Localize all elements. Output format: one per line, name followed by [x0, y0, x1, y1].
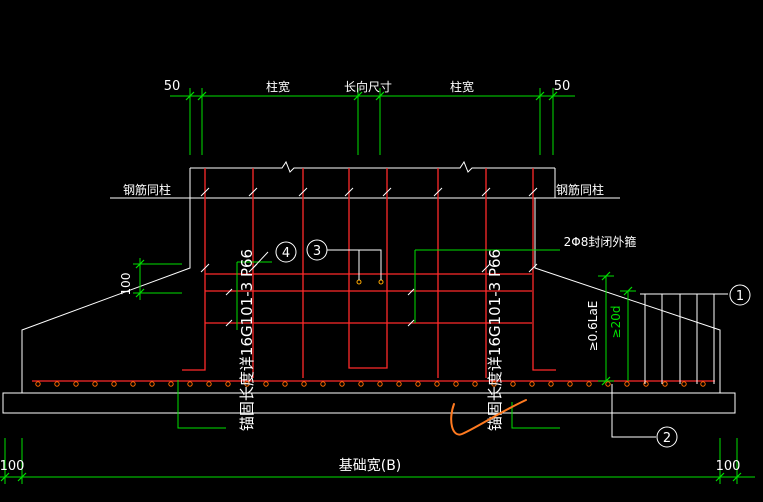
concrete-outline — [2, 160, 736, 414]
rebar-group — [32, 168, 715, 382]
check-mark-annotation — [450, 399, 527, 436]
svg-text:2: 2 — [663, 431, 671, 446]
rebar-same-col-left: 钢筋同柱 — [123, 182, 171, 197]
callout-1: 1 — [729, 284, 751, 306]
dimension-ticks — [0, 91, 742, 482]
rebar-ticks — [200, 187, 538, 327]
col-width-left: 柱宽 — [266, 79, 290, 94]
dim-100-bottom-right: 100 — [716, 459, 741, 474]
callout-2: 2 — [656, 426, 678, 448]
anchor-length-left: 锚固长度详16G101-3 P66 — [238, 249, 256, 431]
min-20d-label: ≥20d — [609, 306, 623, 339]
callout-4: 4 — [275, 241, 297, 263]
center-loop-dots — [356, 279, 384, 285]
closed-stirrup-label: 2Φ8封闭外箍 — [564, 234, 637, 249]
dim-50-right: 50 — [554, 79, 571, 94]
column-break-line — [190, 160, 555, 173]
cushion-layer — [2, 392, 736, 414]
rebar-dots — [35, 381, 706, 387]
rebar-vert-right-outer — [532, 168, 556, 371]
svg-text:1: 1 — [736, 289, 744, 304]
dim-50-left: 50 — [164, 79, 181, 94]
anchor-length-right: 锚固长度详16G101-3 P66 — [486, 249, 504, 431]
base-width-label: 基础宽(B) — [339, 457, 402, 474]
foundation-body — [21, 197, 721, 393]
rebar-vert-left-outer — [182, 168, 206, 371]
svg-text:3: 3 — [313, 244, 321, 259]
dim-100-bottom-left: 100 — [0, 459, 24, 474]
callout-3: 3 — [306, 239, 328, 261]
col-width-right: 柱宽 — [450, 79, 474, 94]
length-dim-label: 长向尺寸 — [344, 79, 392, 94]
dimension-lines — [0, 88, 755, 484]
leader-lines — [110, 197, 728, 438]
rebar-center-loop — [348, 168, 388, 369]
svg-text:4: 4 — [282, 246, 290, 261]
rebar-same-col-right: 钢筋同柱 — [556, 182, 604, 197]
dim-100-side: 100 — [119, 273, 133, 296]
dev-length-label: ≥0.6LaE — [586, 301, 600, 352]
